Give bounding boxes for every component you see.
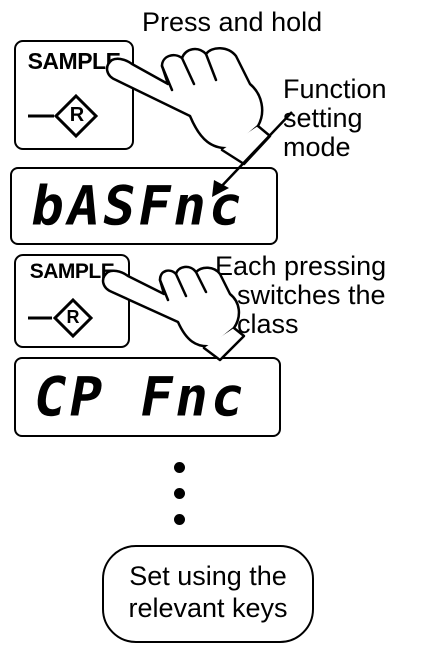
display-bASFnc: bASFnc bbox=[10, 167, 278, 245]
function-setting-mode-label: Function setting mode bbox=[283, 74, 387, 162]
display-CP-Fnc: CP Fnc bbox=[14, 357, 281, 437]
sample-key-symbol: R bbox=[66, 307, 80, 327]
instruction-press-and-hold: Press and hold bbox=[142, 7, 323, 37]
sample-key-2[interactable]: SAMPLE R bbox=[14, 254, 130, 348]
pressing-hand-icon bbox=[105, 47, 272, 166]
pointer-arrow-icon bbox=[212, 111, 293, 197]
pressing-hand-icon bbox=[101, 265, 246, 362]
ellipsis-dot bbox=[174, 514, 185, 525]
sample-arrow-icon bbox=[28, 297, 94, 339]
sample-key-label: SAMPLE bbox=[29, 260, 115, 283]
final-step-box: Set using the relevant keys bbox=[102, 545, 314, 643]
sample-arrow-icon bbox=[28, 93, 99, 139]
ellipsis-dot bbox=[174, 488, 185, 499]
ellipsis-dot bbox=[174, 462, 185, 473]
sample-key-symbol: R bbox=[69, 104, 85, 126]
sample-key-label: SAMPLE bbox=[27, 48, 121, 74]
instruction-each-pressing: Each pressing switches the class bbox=[215, 251, 387, 339]
